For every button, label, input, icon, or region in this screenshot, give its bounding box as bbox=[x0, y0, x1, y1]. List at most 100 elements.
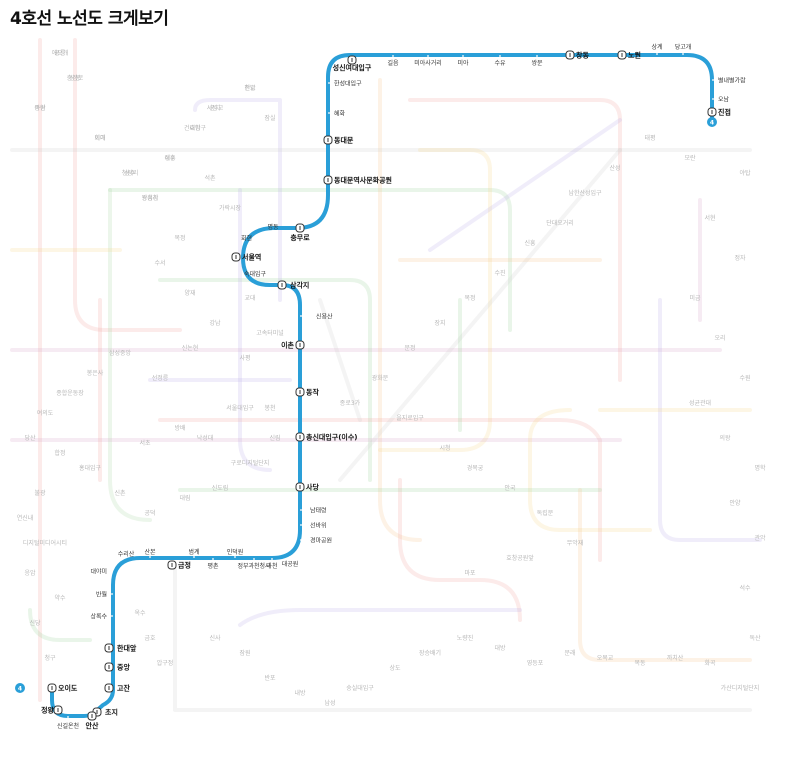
station-35[interactable]: 평촌 bbox=[207, 558, 219, 570]
station-42[interactable]: 상록수 bbox=[90, 613, 113, 621]
station-30[interactable]: 경마공원 bbox=[300, 537, 332, 545]
background-station-label: 공덕 bbox=[144, 510, 155, 517]
background-station-label: 성균관대 bbox=[689, 399, 711, 407]
background-station-label: 종로3가 bbox=[340, 399, 361, 407]
station-label: 노원 bbox=[628, 51, 641, 60]
station-23[interactable]: 신용산 bbox=[300, 313, 333, 321]
background-station-label: 수서 bbox=[154, 259, 165, 267]
station-33[interactable]: 정부과천청사 bbox=[237, 558, 271, 570]
station-37[interactable]: 금정 bbox=[167, 560, 191, 570]
page-title: 4호선 노선도 크게보기 bbox=[10, 9, 169, 29]
background-station-label: 삼성중앙 bbox=[109, 349, 132, 357]
station-13[interactable]: 한성대입구 bbox=[328, 80, 362, 88]
station-4[interactable]: 상계 bbox=[651, 43, 663, 55]
station-label: 대공원 bbox=[282, 560, 299, 568]
background-station-label: 을지로입구 bbox=[396, 414, 424, 422]
station-24[interactable]: 이촌 bbox=[281, 340, 305, 350]
station-49[interactable]: 정왕 bbox=[41, 705, 63, 715]
background-station-label: 서울대입구 bbox=[226, 404, 254, 412]
station-17[interactable]: 충무로 bbox=[290, 223, 310, 242]
background-station-label: 상봉 bbox=[69, 74, 81, 82]
station-label: 남태령 bbox=[310, 507, 327, 515]
station-19[interactable]: 회현 bbox=[241, 235, 258, 243]
station-44[interactable]: 중앙 bbox=[104, 662, 130, 672]
station-6[interactable]: 창동 bbox=[565, 50, 589, 60]
station-27[interactable]: 사당 bbox=[295, 482, 319, 492]
station-9[interactable]: 미아 bbox=[457, 55, 469, 67]
station-7[interactable]: 쌍문 bbox=[531, 55, 543, 67]
station-label: 오남 bbox=[718, 96, 730, 104]
station-5[interactable]: 노원 bbox=[617, 50, 641, 60]
station-32[interactable]: 과천 bbox=[266, 558, 278, 570]
background-station-label: 신흥 bbox=[524, 239, 536, 247]
station-label: 별내별가람 bbox=[718, 77, 746, 85]
background-station-label: 대림 bbox=[179, 494, 190, 502]
station-31[interactable]: 대공원 bbox=[282, 556, 299, 568]
station-0[interactable]: 진접 bbox=[707, 107, 731, 117]
station-11[interactable]: 길음 bbox=[387, 55, 399, 67]
background-station-label: 서초 bbox=[139, 439, 151, 447]
station-18[interactable]: 명동 bbox=[267, 223, 279, 233]
station-43[interactable]: 한대앞 bbox=[104, 643, 137, 653]
background-station-label: 방배 bbox=[174, 424, 185, 432]
background-station-label: 약수 bbox=[54, 594, 66, 602]
station-16[interactable]: 동대문역사문화공원 bbox=[323, 175, 392, 185]
station-8[interactable]: 수유 bbox=[494, 55, 506, 67]
background-station-label: 낙성대 bbox=[197, 434, 214, 442]
station-label: 고잔 bbox=[117, 684, 130, 693]
station-3[interactable]: 당고개 bbox=[675, 43, 692, 55]
background-station-label: 잠원 bbox=[239, 649, 250, 657]
background-station-label: 미금 bbox=[689, 294, 701, 302]
station-label: 초지 bbox=[105, 708, 118, 717]
background-station-label: 화곡 bbox=[704, 660, 716, 667]
background-station-label: 광화문 bbox=[372, 375, 389, 382]
station-2[interactable]: 별내별가람 bbox=[712, 77, 746, 85]
station-14[interactable]: 혜화 bbox=[328, 110, 346, 118]
station-34[interactable]: 인덕원 bbox=[227, 548, 244, 558]
station-label: 성신여대입구 bbox=[333, 63, 372, 72]
background-station-label: 청구 bbox=[44, 655, 56, 662]
station-22[interactable]: 삼각지 bbox=[277, 280, 309, 290]
station-15[interactable]: 동대문 bbox=[323, 135, 354, 145]
station-label: 한대앞 bbox=[117, 644, 137, 653]
station-47[interactable]: 안산 bbox=[86, 711, 99, 730]
background-station-label: 건대입구 bbox=[184, 124, 207, 132]
station-50[interactable]: 오이도 bbox=[47, 683, 78, 693]
station-41[interactable]: 반월 bbox=[96, 591, 113, 599]
station-label: 명동 bbox=[267, 223, 279, 231]
station-1[interactable]: 오남 bbox=[712, 96, 730, 104]
background-station-label: 숭실대입구 bbox=[346, 684, 374, 692]
background-station-label: 연신내 bbox=[17, 514, 34, 522]
station-38[interactable]: 산본 bbox=[144, 548, 156, 558]
station-label: 신용산 bbox=[316, 313, 333, 321]
station-12[interactable]: 성신여대입구 bbox=[333, 55, 372, 72]
station-46[interactable]: 초지 bbox=[92, 707, 118, 717]
background-station-label: 영등포 bbox=[527, 659, 544, 667]
station-20[interactable]: 서울역 bbox=[231, 252, 261, 262]
background-station-label: 야탑 bbox=[739, 169, 751, 177]
station-21[interactable]: 숙대입구 bbox=[244, 270, 267, 278]
station-48[interactable]: 신길온천 bbox=[57, 716, 79, 730]
station-25[interactable]: 동작 bbox=[295, 387, 319, 397]
station-label: 범계 bbox=[188, 548, 199, 556]
background-station-label: 독립문 bbox=[537, 509, 554, 517]
station-28[interactable]: 남태령 bbox=[300, 507, 327, 515]
background-station-label: 종합운동장 bbox=[56, 389, 84, 397]
background-station-label: 신논현 bbox=[182, 344, 199, 352]
station-26[interactable]: 총신대입구(이수) bbox=[295, 432, 357, 442]
station-label: 회현 bbox=[241, 235, 252, 243]
station-label: 동대문 bbox=[334, 136, 354, 145]
background-station-label: 문정 bbox=[404, 345, 415, 352]
station-29[interactable]: 선바위 bbox=[300, 522, 327, 530]
station-40[interactable]: 대야미 bbox=[90, 568, 113, 576]
station-39[interactable]: 수리산 bbox=[118, 550, 135, 558]
station-10[interactable]: 미아사거리 bbox=[414, 55, 442, 67]
station-36[interactable]: 범계 bbox=[188, 548, 200, 558]
station-45[interactable]: 고잔 bbox=[104, 683, 130, 693]
station-label: 중앙 bbox=[117, 663, 130, 672]
background-station-label: 남한산성입구 bbox=[568, 189, 602, 197]
badge-number: 4 bbox=[18, 686, 22, 693]
background-station-label: 봉은사 bbox=[87, 369, 104, 377]
